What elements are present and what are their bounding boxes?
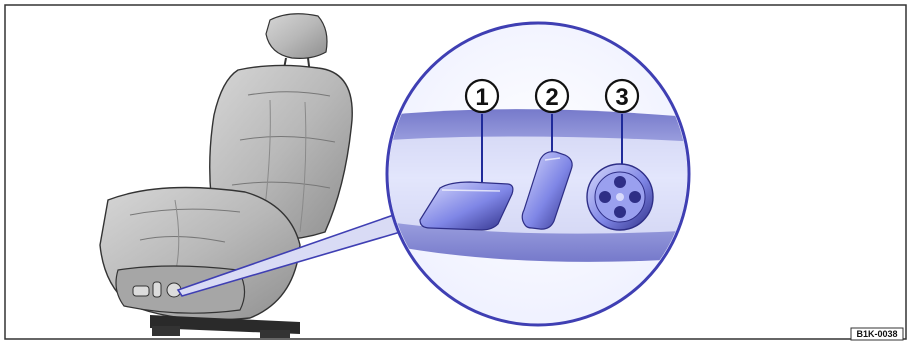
- seat-small-switch-2: [153, 282, 161, 297]
- callout-3-label: 3: [615, 84, 628, 111]
- callout-2: 2: [536, 80, 568, 112]
- callout-3: 3: [606, 80, 638, 112]
- callout-1: 1: [466, 80, 498, 112]
- reference-code: B1K-0038: [856, 329, 897, 339]
- seat-small-switch-1: [133, 286, 149, 296]
- switch-cluster: [388, 109, 700, 262]
- callout-2-label: 2: [545, 84, 558, 111]
- callout-1-label: 1: [475, 84, 488, 111]
- lumbar-support-switch: [587, 164, 653, 230]
